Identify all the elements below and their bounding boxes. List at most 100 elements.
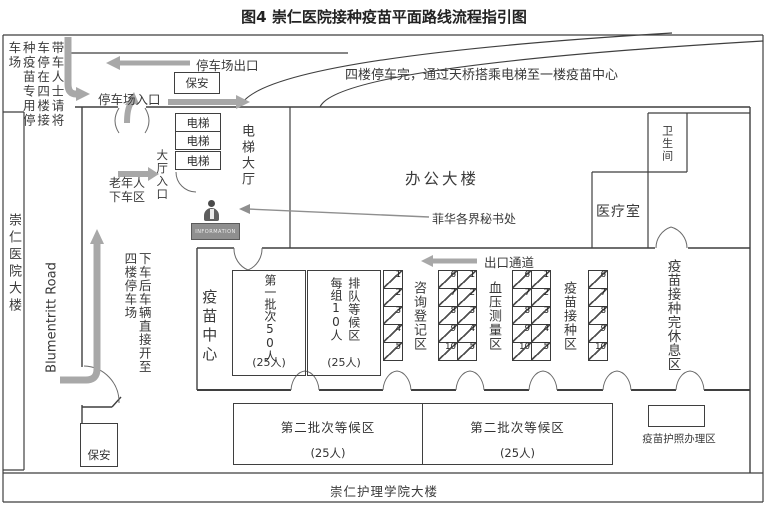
seat-number: 6	[524, 270, 530, 280]
parking-exit-arrowhead	[106, 56, 120, 70]
seat-number: 9	[450, 324, 456, 334]
seat-number: 10	[445, 342, 456, 352]
seat-number: 3	[543, 306, 549, 316]
medical-room-label: 医疗室	[596, 204, 641, 220]
parking-ramp-lines	[239, 32, 764, 108]
seat-cell: 2	[531, 288, 551, 307]
secretariat-pointer	[239, 204, 430, 218]
seat-cell: 7	[438, 288, 458, 307]
lobby-double-door	[233, 247, 263, 271]
security-booth-top: 保安	[174, 72, 220, 94]
medical-room-door	[655, 226, 688, 249]
seat-number: 9	[524, 324, 530, 334]
seat-cell: 6	[512, 270, 532, 289]
queue-label: 排队等候区	[346, 277, 361, 342]
road-entrance-door	[83, 365, 120, 404]
seat-number: 5	[395, 342, 401, 352]
door-arcs	[83, 107, 705, 404]
seat-cell: 8	[588, 306, 608, 325]
receptionist-shirt	[209, 209, 214, 219]
vaccine-center-label: 疫苗中心	[200, 289, 219, 365]
top-left-curve-arrow	[64, 37, 77, 98]
seat-cell: 1	[457, 270, 477, 289]
restroom-label: 卫生间	[660, 125, 674, 163]
seat-cell: 5	[457, 342, 477, 361]
seat-cell: 9	[588, 324, 608, 343]
campus-label: 崇仁护理学院大楼	[329, 484, 438, 499]
passport-desk-box	[648, 405, 705, 427]
passport-area-label: 疫苗护照办理区	[642, 433, 716, 445]
seat-cell: 9	[438, 324, 458, 343]
seat-number: 10	[519, 342, 530, 352]
office-building-label: 办公大楼	[405, 170, 480, 188]
exit-corridor-arrowhead	[421, 255, 433, 267]
hospital-building-strip	[3, 111, 25, 471]
figure-title: 图4 崇仁医院接种疫苗平面路线流程指引图	[241, 8, 527, 26]
station1-label: 咨询登记区	[410, 281, 426, 351]
seat-cell: 4	[531, 324, 551, 343]
secretariat-arrowhead	[239, 204, 250, 214]
security-booth-bottom: 保安	[80, 423, 118, 467]
secretariat-arrow-line	[247, 208, 430, 218]
seat-cell: 5	[383, 342, 403, 361]
security-top-label: 保安	[185, 76, 209, 90]
rest-area-label: 疫苗接种完休息区	[664, 259, 681, 371]
seat-cell: 6	[588, 270, 608, 289]
seat-cell: 3	[457, 306, 477, 325]
elevator-2: 电梯	[175, 131, 221, 150]
seat-number: 8	[600, 306, 606, 316]
seat-cell: 10	[438, 342, 458, 361]
hospital-building-label: 崇仁医院大楼	[5, 213, 21, 315]
seat-number: 1	[395, 270, 401, 280]
seat-number: 6	[450, 270, 456, 280]
seat-cell: 2	[457, 288, 477, 307]
building-left-wall	[81, 107, 122, 423]
station3-label: 疫苗接种区	[560, 281, 576, 351]
queue-box: 排队等候区 每组10人 (25人)	[307, 270, 381, 376]
queue-note: 每组10人	[329, 277, 343, 341]
seat-cell: 7	[588, 288, 608, 307]
seat-cell: 3	[531, 306, 551, 325]
elevator-1-label: 电梯	[186, 115, 210, 130]
seat-cell: 6	[438, 270, 458, 289]
station-doors	[290, 370, 705, 391]
seat-cell: 7	[512, 288, 532, 307]
seat-number: 7	[524, 288, 530, 298]
elevator-lobby-door	[175, 171, 197, 193]
seat-number: 10	[595, 342, 606, 352]
seat-number: 3	[395, 306, 401, 316]
receptionist-head	[208, 200, 215, 207]
seat-number: 7	[600, 288, 606, 298]
seat-number: 3	[469, 306, 475, 316]
seat-number: 7	[450, 288, 456, 298]
top-left-arrowhead	[76, 87, 90, 101]
seat-cell: 4	[457, 324, 477, 343]
seat-number: 2	[543, 288, 549, 298]
hall-entrance-arrowhead	[148, 167, 159, 181]
restroom-medical-walls	[591, 112, 750, 248]
road-label: Blumentritt Road	[44, 262, 60, 373]
seat-cell: 2	[383, 288, 403, 307]
second-batch-box-2: 第二批次等候区 (25人)	[422, 403, 613, 465]
second-batch-1-capacity: (25人)	[310, 446, 346, 460]
second-batch-box-1: 第二批次等候区 (25人)	[233, 403, 423, 465]
seat-cell: 9	[512, 324, 532, 343]
first-batch-label: 第一批次50人	[262, 274, 277, 362]
elevator-3-label: 电梯	[186, 153, 210, 168]
information-desk: INFORMATION	[191, 223, 240, 240]
station2-label: 血压测量区	[485, 281, 501, 351]
entrance-up-arrowhead	[125, 92, 139, 105]
seat-cell: 4	[383, 324, 403, 343]
elevator-1: 电梯	[175, 113, 221, 132]
seat-number: 6	[600, 270, 606, 280]
seat-number: 8	[524, 306, 530, 316]
seat-number: 4	[469, 324, 475, 334]
seat-cell: 1	[531, 270, 551, 289]
figure-border	[2, 34, 764, 503]
